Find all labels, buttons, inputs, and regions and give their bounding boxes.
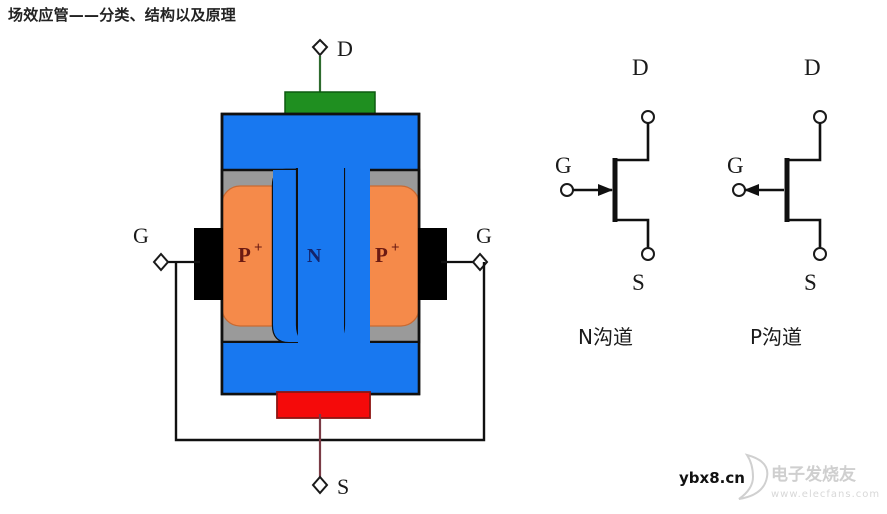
- watermark-swirl-icon: [738, 453, 769, 500]
- p-symbol-source-node: [813, 247, 827, 261]
- n-symbol-source-node: [641, 247, 655, 261]
- n-symbol-gate-label: G: [555, 153, 572, 178]
- jfet-symbols-figure: D S G N沟道 D: [540, 0, 887, 511]
- n-symbol-source-label: S: [632, 270, 645, 295]
- drain-label: D: [337, 36, 353, 61]
- cross-section-canvas: D P + N P + G: [133, 36, 492, 499]
- source-contact-plate: [276, 391, 371, 419]
- gate-terminal-node-left: [152, 252, 170, 272]
- gate-label-right: G: [476, 223, 492, 248]
- channel-core-fill: [298, 168, 344, 346]
- n-symbol-caption: N沟道: [578, 325, 633, 349]
- watermark-brand: 电子发烧友: [771, 464, 856, 485]
- n-substrate-outline: [220, 112, 421, 396]
- symbols-canvas: D S G N沟道 D: [555, 55, 827, 349]
- drain-terminal-node: [311, 38, 329, 57]
- source-label: S: [337, 474, 349, 499]
- p-plus-sup-left: +: [254, 240, 263, 256]
- watermark-canvas: ybx8.cn 电子发烧友 www.elecfans.com: [679, 453, 880, 500]
- p-plus-sup-right: +: [391, 240, 400, 256]
- p-symbol-drain-lead: [789, 123, 822, 162]
- p-symbol-source-lead: [789, 218, 822, 248]
- jfet-cross-section-figure: D P + N P + G: [133, 36, 492, 499]
- n-symbol-drain-label: D: [632, 55, 649, 80]
- n-region-label: N: [307, 245, 322, 267]
- p-plus-label-left: P: [238, 243, 251, 267]
- watermark: ybx8.cn 电子发烧友 www.elecfans.com: [675, 447, 885, 509]
- p-channel-jfet-symbol: D S G P沟道: [727, 55, 827, 349]
- gate-contact-pad-right: [418, 228, 447, 300]
- page-title: 场效应管——分类、结构以及原理: [8, 6, 237, 24]
- source-terminal-node: [311, 475, 329, 495]
- p-symbol-gate-label: G: [727, 153, 744, 178]
- p-plus-label-right: P: [375, 243, 388, 267]
- p-symbol-drain-label: D: [804, 55, 821, 80]
- gate-label-left: G: [133, 223, 149, 248]
- watermark-domain: ybx8.cn: [679, 469, 745, 487]
- n-symbol-gate-arrow-icon: [598, 184, 613, 196]
- n-symbol-gate-node: [560, 183, 574, 197]
- p-symbol-gate-node: [732, 183, 746, 197]
- p-symbol-drain-node: [813, 110, 827, 124]
- n-channel-jfet-symbol: D S G N沟道: [555, 55, 655, 349]
- gate-interconnect-wire: [174, 262, 486, 442]
- substrate-lower-fill: [223, 343, 418, 393]
- drain-contact-plate: [284, 91, 376, 117]
- p-symbol-source-label: S: [804, 270, 817, 295]
- n-symbol-drain-node: [641, 110, 655, 124]
- n-symbol-drain-lead: [617, 123, 650, 162]
- n-symbol-source-lead: [617, 218, 650, 248]
- gate-contact-pad-left: [194, 228, 223, 300]
- p-symbol-caption: P沟道: [750, 325, 802, 349]
- p-symbol-gate-arrow-icon: [744, 184, 759, 196]
- channel-column-fill: [344, 168, 370, 344]
- watermark-url: www.elecfans.com: [771, 489, 880, 500]
